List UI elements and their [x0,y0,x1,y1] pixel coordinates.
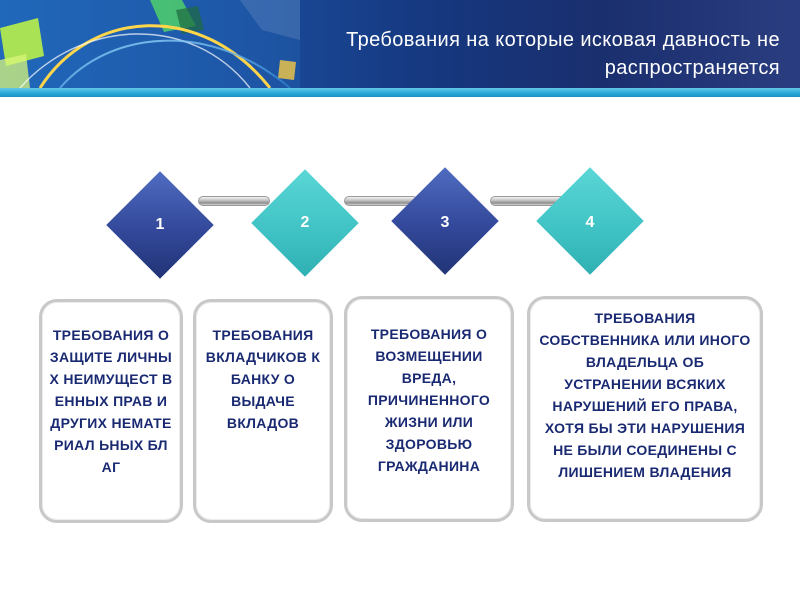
slide-title-line1: Требования на которые исковая давность н… [346,29,780,51]
step-1-box: ТРЕБОВАНИЯ О ЗАЩИТЕ ЛИЧНЫХ НЕИМУЩЕСТ ВЕН… [39,299,183,523]
step-3-text: ТРЕБОВАНИЯ О ВОЗМЕЩЕНИИ ВРЕДА, ПРИЧИНЕНН… [367,326,491,474]
step-4-box: ТРЕБОВАНИЯ СОБСТВЕННИКА ИЛИ ИНОГО ВЛАДЕЛ… [527,296,763,522]
step-1-number: 1 [155,216,165,233]
step-3-box: ТРЕБОВАНИЯ О ВОЗМЕЩЕНИИ ВРЕДА, ПРИЧИНЕНН… [344,296,514,522]
step-2-text: ТРЕБОВАНИЯ ВКЛАДЧИКОВ К БАНКУ О ВЫДАЧЕ В… [205,327,321,431]
slide-title-line2: распространяется [604,57,780,79]
header-decoration-graphic [0,0,300,88]
connector-rod [198,196,270,206]
step-4-number: 4 [585,214,595,231]
step-2-number: 2 [300,214,310,231]
step-2-box: ТРЕБОВАНИЯ ВКЛАДЧИКОВ К БАНКУ О ВЫДАЧЕ В… [193,299,333,523]
slide-title: Требования на которые исковая давность н… [220,26,780,82]
step-1-text: ТРЕБОВАНИЯ О ЗАЩИТЕ ЛИЧНЫХ НЕИМУЩЕСТ ВЕН… [49,327,173,475]
step-4-text: ТРЕБОВАНИЯ СОБСТВЕННИКА ИЛИ ИНОГО ВЛАДЕЛ… [539,310,751,480]
header-stripe [0,88,800,97]
slide-header: Требования на которые исковая давность н… [0,0,800,88]
step-3-number: 3 [440,214,450,231]
